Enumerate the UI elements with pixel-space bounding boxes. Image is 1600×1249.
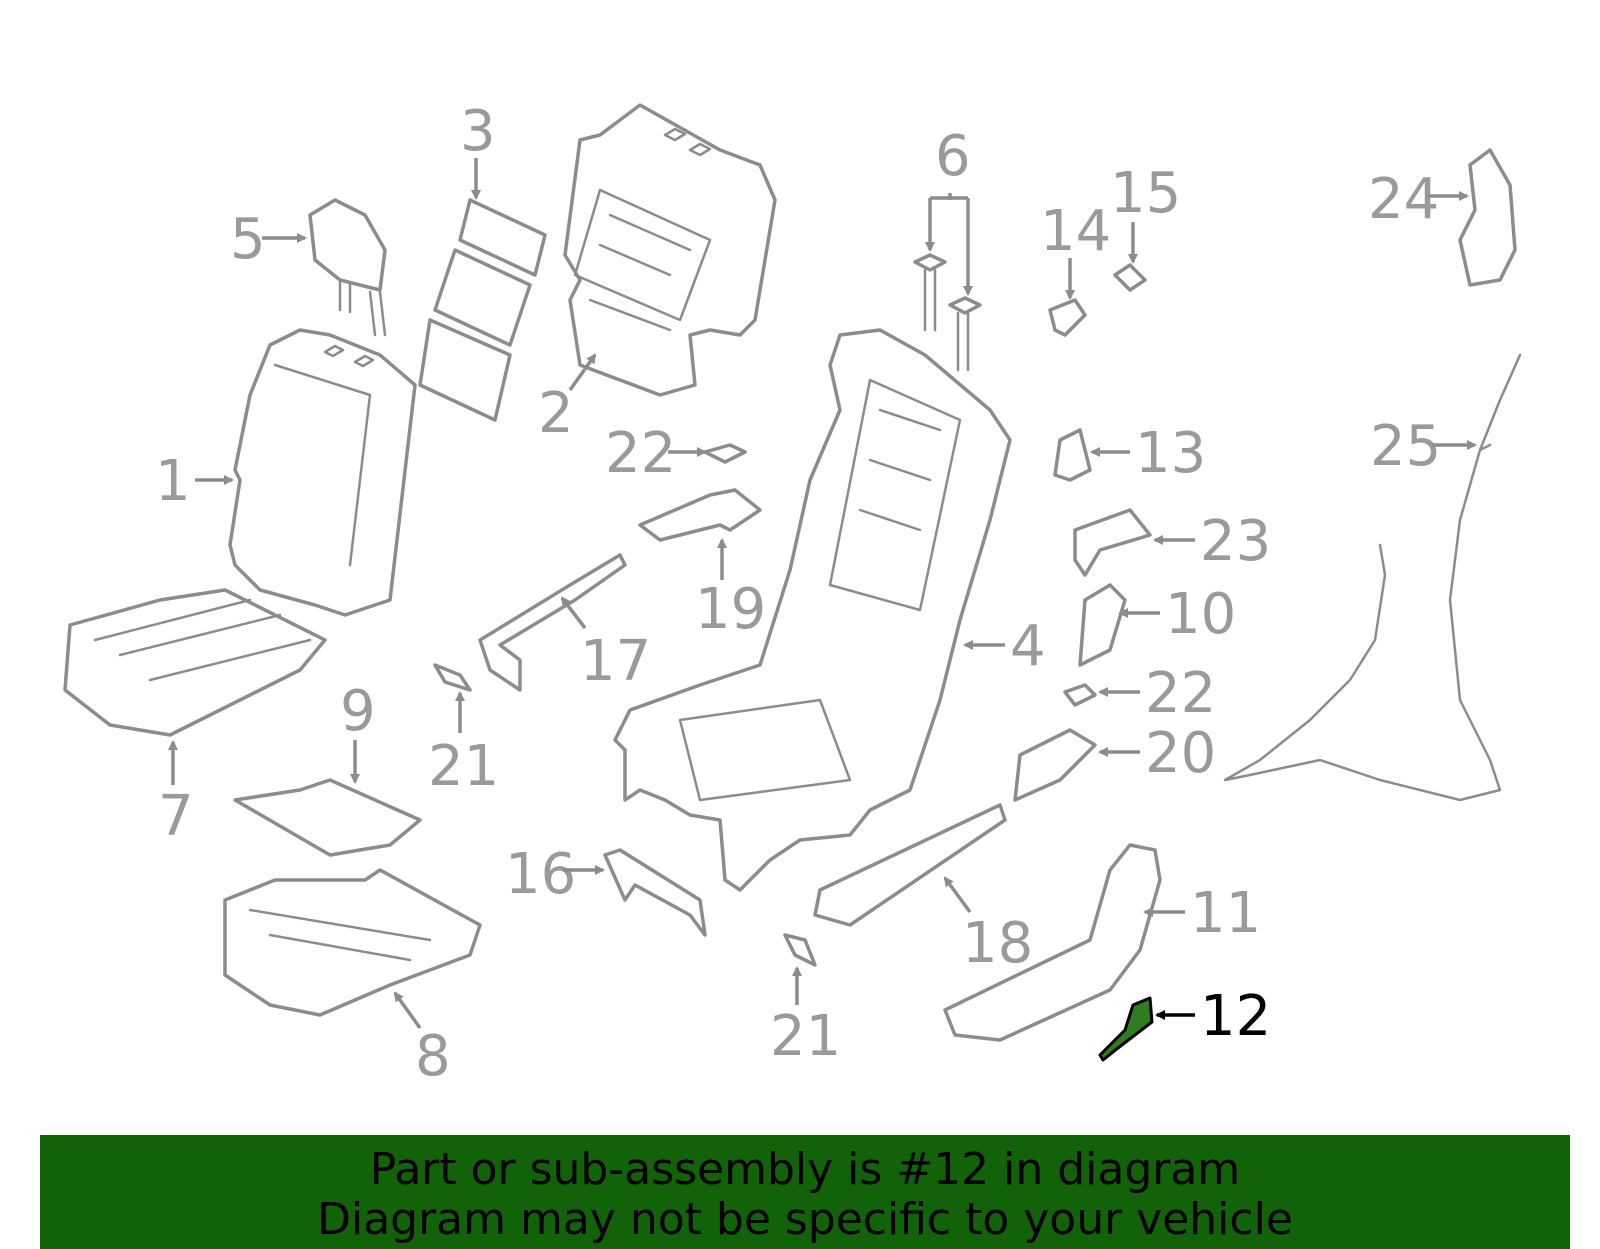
svg-text:24: 24 [1368, 167, 1439, 232]
svg-text:10: 10 [1165, 582, 1236, 647]
part-20-bracket [1013, 728, 1097, 802]
svg-text:25: 25 [1370, 414, 1441, 479]
callout-8: 8 [393, 991, 451, 1089]
part-15-clip [1113, 263, 1147, 292]
svg-text:6: 6 [935, 124, 971, 189]
callout-12: 12 [1155, 984, 1271, 1049]
banner-line-2: Diagram may not be specific to your vehi… [317, 1194, 1293, 1245]
svg-text:13: 13 [1135, 421, 1206, 486]
callout-2: 2 [538, 353, 597, 446]
callout-20: 20 [1098, 721, 1216, 786]
part-18-rail [813, 803, 1007, 927]
callout-7: 7 [158, 740, 194, 849]
svg-text:2: 2 [538, 381, 574, 446]
callout-17: 17 [560, 596, 651, 694]
svg-text:22: 22 [605, 421, 676, 486]
callout-10: 10 [1118, 582, 1236, 647]
part-11-trim [943, 843, 1162, 1042]
svg-text:3: 3 [460, 99, 496, 164]
callout-15: 15 [1110, 161, 1181, 264]
svg-text:21: 21 [770, 1004, 841, 1069]
part-24-side-bracket [1458, 148, 1517, 287]
svg-text:16: 16 [505, 842, 576, 907]
svg-text:1: 1 [155, 449, 191, 514]
svg-text:23: 23 [1200, 509, 1271, 574]
callout-22-lower: 22 [1098, 661, 1216, 726]
part-10-cover [1078, 583, 1127, 667]
part-21-clip-left [433, 663, 472, 692]
svg-text:19: 19 [695, 577, 766, 642]
svg-text:15: 15 [1110, 161, 1181, 226]
part-14-clip [1048, 298, 1087, 337]
svg-text:11: 11 [1190, 881, 1261, 946]
part-6-bolts [913, 253, 982, 372]
callout-19: 19 [695, 538, 766, 642]
part-3-back-pad [418, 198, 547, 422]
banner-line-1: Part or sub-assembly is #12 in diagram [369, 1144, 1241, 1195]
svg-text:21: 21 [428, 734, 499, 799]
callout-14: 14 [1040, 199, 1111, 300]
callout-25: 25 [1370, 414, 1477, 479]
callout-3: 3 [460, 99, 496, 200]
callout-1: 1 [155, 449, 234, 514]
svg-text:4: 4 [1010, 614, 1046, 679]
svg-text:8: 8 [415, 1024, 451, 1089]
part-1-seat-back-cover [228, 328, 417, 617]
part-19-bracket [638, 488, 762, 542]
part-25-cable [1223, 353, 1522, 802]
svg-text:7: 7 [158, 784, 194, 849]
svg-text:14: 14 [1040, 199, 1111, 264]
part-17-rail [478, 553, 627, 692]
part-16-bracket [603, 848, 707, 937]
part-2-seat-back-panel [563, 103, 777, 397]
callout-21-bottom: 21 [770, 966, 841, 1069]
svg-text:18: 18 [962, 911, 1033, 976]
callout-22-upper: 22 [605, 421, 707, 486]
callout-6: 6 [925, 124, 973, 296]
callout-13: 13 [1090, 421, 1206, 486]
callout-9: 9 [340, 679, 376, 784]
callout-4: 4 [963, 614, 1046, 679]
svg-text:22: 22 [1145, 661, 1216, 726]
callout-24: 24 [1368, 167, 1469, 232]
svg-text:12: 12 [1200, 984, 1271, 1049]
part-22-clip-upper [703, 443, 747, 464]
svg-text:5: 5 [230, 207, 266, 272]
callout-5: 5 [230, 207, 307, 272]
callout-21-left: 21 [428, 691, 499, 799]
svg-text:20: 20 [1145, 721, 1216, 786]
callout-18: 18 [943, 876, 1033, 976]
part-12-highlighted [1098, 996, 1154, 1062]
part-21-clip-bottom [783, 933, 817, 967]
part-22-clip-lower [1063, 683, 1097, 707]
part-9-mat [233, 778, 422, 857]
callout-23: 23 [1153, 509, 1271, 574]
part-5-headrest [308, 198, 387, 337]
part-23-cover [1073, 508, 1152, 577]
svg-text:17: 17 [580, 629, 651, 694]
callout-16: 16 [505, 842, 605, 907]
svg-text:9: 9 [340, 679, 376, 744]
part-7-seat-cushion [63, 588, 327, 737]
part-8-cushion-frame [223, 868, 482, 1017]
callout-11: 11 [1143, 881, 1261, 946]
info-banner: Part or sub-assembly is #12 in diagram D… [40, 1135, 1570, 1249]
part-4-seat-frame [613, 328, 1012, 892]
part-13-bracket [1053, 428, 1092, 482]
